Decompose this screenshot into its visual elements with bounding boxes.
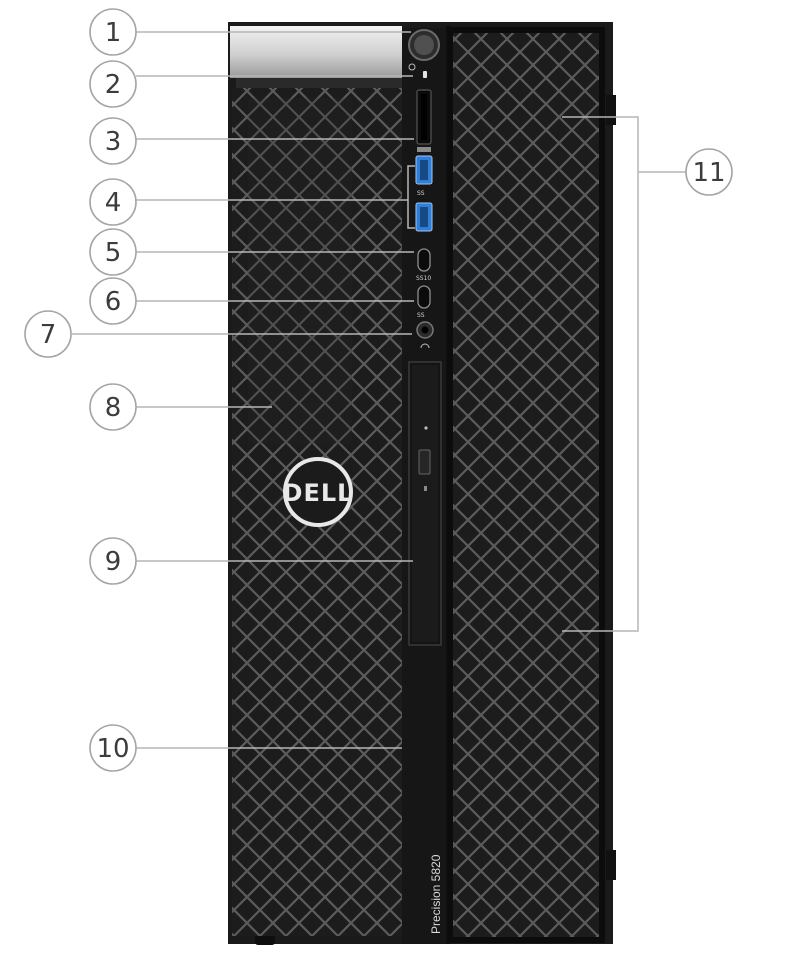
sd-card-slot[interactable] — [416, 89, 432, 145]
usb-a-port-lower[interactable] — [415, 202, 433, 232]
callout-4: 4 — [89, 178, 137, 226]
sd-card-icon — [417, 147, 431, 152]
right-mesh-panel — [450, 30, 602, 940]
optical-drive-led — [424, 426, 428, 430]
callout-9-number: 9 — [105, 547, 122, 577]
callout-2: 2 — [89, 60, 137, 108]
callout-4-number: 4 — [105, 188, 122, 218]
carry-handle — [230, 26, 402, 78]
usb-a-port-upper[interactable] — [415, 155, 433, 185]
dell-logo: DELL — [283, 457, 354, 527]
usb-c-port-upper[interactable] — [417, 248, 431, 272]
callout-7: 7 — [24, 310, 72, 358]
handle-shadow — [236, 78, 402, 88]
model-label: Precision 5820 — [429, 854, 443, 934]
callout-8-number: 8 — [105, 393, 122, 423]
superspeed-mark-usb-a: SS — [417, 190, 425, 197]
dell-logo-text: DELL — [283, 479, 354, 507]
callout-1: 1 — [89, 8, 137, 56]
callout-5: 5 — [89, 228, 137, 276]
callout-11: 11 — [685, 148, 733, 196]
drive-activity-light — [423, 71, 427, 78]
callout-7-number: 7 — [40, 320, 57, 350]
callout-bracket-4 — [407, 165, 415, 229]
callout-11-number: 11 — [692, 158, 725, 188]
superspeed-mark-usb-c: SS — [417, 312, 425, 319]
headset-icon — [420, 343, 430, 349]
callout-10-number: 10 — [96, 734, 129, 764]
callout-10: 10 — [89, 724, 137, 772]
callout-lines — [72, 31, 686, 749]
callout-3: 3 — [89, 117, 137, 165]
callout-2-number: 2 — [105, 70, 122, 100]
optical-drive-eject-button[interactable] — [418, 449, 431, 475]
right-mesh-frame — [447, 27, 605, 943]
callout-bracket-11 — [562, 116, 639, 632]
optical-drive-bay[interactable] — [408, 361, 442, 646]
side-foot-bottom — [606, 850, 616, 880]
callout-6: 6 — [89, 277, 137, 325]
superspeed-10-mark: SS10 — [416, 275, 431, 282]
callout-6-number: 6 — [105, 287, 122, 317]
power-button[interactable] — [408, 29, 440, 61]
callout-5-number: 5 — [105, 238, 122, 268]
side-foot-top — [606, 95, 616, 125]
bottom-foot — [255, 935, 275, 945]
callout-9: 9 — [89, 537, 137, 585]
power-icon — [408, 63, 416, 71]
callout-8: 8 — [89, 383, 137, 431]
callout-1-number: 1 — [105, 18, 122, 48]
callout-3-number: 3 — [105, 127, 122, 157]
headset-jack[interactable] — [416, 321, 434, 339]
usb-c-port-lower[interactable] — [417, 285, 431, 309]
emergency-eject-hole — [424, 486, 427, 491]
left-inner-bay — [248, 98, 352, 444]
